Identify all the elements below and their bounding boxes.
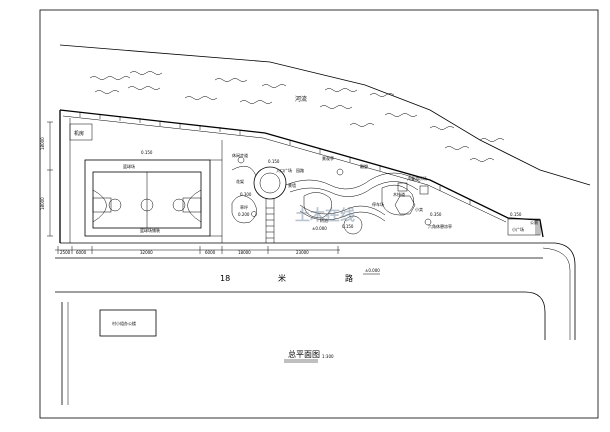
ann-garden-road: 园路 [296,167,304,173]
dim-1: 2500 [60,250,71,255]
court-hatch [210,140,223,243]
level-f: ±0.000 [312,226,327,231]
dim-4: 6000 [205,250,216,255]
ann-pavilion: 景观亭 [322,155,334,161]
court-detail: 篮球场铺装 [140,227,160,233]
flower-rack [419,185,429,195]
drawing-scale: 1:300 [322,354,334,359]
parking-box [69,123,93,141]
toilet-label: 公厕 [530,219,538,225]
ann-wall: 景墙 [288,182,296,188]
court-right-key [182,197,202,213]
river-bank-line [59,44,591,186]
ann-playground: 儿童游乐场 [407,175,427,181]
court-left-key [92,197,112,213]
level-a: 0.300 [240,192,252,197]
left-dim-1: 18000 [40,137,45,150]
site-boundary-inner [62,115,507,223]
lawn-center [303,192,332,219]
small-plaza-box [507,218,541,236]
dim-5: 18000 [238,250,251,255]
court-left-circle [108,198,122,212]
entrance-plaza-circle [253,166,287,200]
road-right-edge-inner [542,247,571,340]
round-tree-pit [343,215,363,235]
ann-lawn: 草坪 [240,204,248,210]
level-d: 0.200 [238,212,250,217]
court-right-circle [172,198,186,212]
ann-entrance: 入口广场 [276,167,292,173]
road-bottom-edge [55,291,546,340]
garden-path-4 [299,210,386,222]
tree-4 [251,211,257,217]
village-office-block [99,309,157,337]
court-level: 0.150 [141,150,153,155]
garden-path-2 [289,181,419,197]
river-label: 河流 [295,95,307,103]
tree-3 [424,218,432,226]
level-e: 0.150 [342,224,354,229]
level-g: 0.150 [510,212,522,217]
main-path-steps [266,207,274,239]
railing-ticks [79,112,471,205]
road-level: ±0.000 [365,268,380,273]
level-b: 0.150 [268,159,280,164]
court-title: 篮球场 [123,163,135,169]
tree-2 [336,168,344,176]
ann-parking: 停车场 [372,201,384,207]
small-plaza-hatch [535,219,539,235]
ann-sculpture: 雕塑 [360,163,368,169]
left-dim-2: 18000 [40,197,45,210]
court-right-arc [187,189,202,223]
road-name-lu: 路 [345,273,353,283]
dim-2: 6000 [76,250,87,255]
entrance-plaza-inner [259,172,281,194]
garden-path-1 [285,172,421,190]
tree-1 [237,156,245,164]
small-kiosk [397,182,408,192]
ann-hex-pavilion: 六角休憩凉亭 [428,223,452,229]
court-area-outer [84,159,211,237]
site-boundary-top [59,109,544,238]
garden-path-3 [299,204,386,216]
ann-shop: 小卖 [415,206,423,212]
drawing-title: 总平面图 [288,349,320,359]
drawing-border [39,9,599,419]
court-center-circle [140,198,154,212]
ann-tree-pit: 树池 [320,217,328,223]
road-name-mi: 米 [278,273,286,283]
small-plaza-label: 小广场 [512,226,524,232]
dimension-strip [55,246,340,254]
garden-path-5 [231,165,257,177]
ann-walkway: 休闲步道 [232,152,248,158]
ann-boardwalk: 木栈道 [393,191,405,197]
hexagon-pavilion [394,195,416,215]
road-name-18: 18 [220,274,230,283]
ann-flower-rack: 花架 [236,178,244,184]
road-right-edge [543,242,576,340]
water-waves [89,71,505,162]
lawn-right [381,184,414,216]
dim-6: 23000 [296,250,309,255]
court-left-arc [92,189,107,223]
level-c: 0.350 [430,212,442,217]
parking-label: 机房 [74,130,84,137]
dim-3: 32000 [140,250,153,255]
village-office-label: 村小组办公楼 [112,320,136,326]
watermark: 土木在线 [295,206,355,224]
